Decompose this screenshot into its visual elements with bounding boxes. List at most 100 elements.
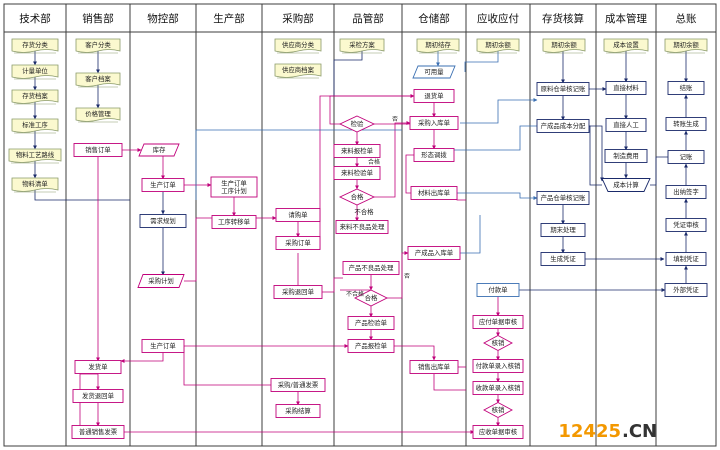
flow-node-n70: 出纳签字 bbox=[665, 185, 707, 199]
process-box bbox=[73, 143, 123, 157]
document-shape bbox=[339, 38, 385, 53]
node-label: 生产订单工序计划 bbox=[221, 179, 247, 195]
flow-connector bbox=[460, 215, 481, 254]
node-label: 价格管理 bbox=[85, 109, 111, 118]
flow-node-n42: 采购入库单 bbox=[409, 116, 459, 130]
lane-title: 品管部 bbox=[352, 12, 384, 25]
node-label: 合格 bbox=[351, 192, 364, 201]
node-label: 产品仓单核记账 bbox=[541, 193, 586, 202]
flow-node-n61: 成本设置 bbox=[603, 38, 649, 54]
node-label: 来料不良品处理 bbox=[340, 222, 385, 231]
decision-diamond bbox=[338, 115, 376, 133]
flow-node-n49: 付款单 bbox=[476, 283, 520, 297]
process-box bbox=[270, 378, 326, 392]
document-shape bbox=[11, 118, 59, 133]
data-parallelogram bbox=[412, 65, 456, 79]
node-label: 期初结存 bbox=[425, 40, 451, 49]
flow-node-n41: 退货单 bbox=[413, 89, 455, 103]
flow-connector bbox=[183, 346, 271, 386]
document-shape bbox=[274, 38, 322, 53]
flow-node-n67: 结账 bbox=[667, 81, 705, 95]
process-box bbox=[604, 149, 648, 163]
process-box bbox=[536, 119, 590, 133]
flow-node-n64: 制造费用 bbox=[604, 149, 648, 163]
flow-node-n35: 产品不良品处理 bbox=[342, 261, 400, 275]
flow-node-n56: 原料仓单核记账 bbox=[536, 82, 590, 96]
node-label: 生产订单 bbox=[150, 341, 176, 350]
document-shape bbox=[603, 38, 649, 53]
lane-title: 采购部 bbox=[282, 12, 314, 25]
flow-connector bbox=[589, 125, 604, 182]
process-box bbox=[605, 81, 647, 95]
edge-label: 合格 bbox=[368, 158, 380, 166]
process-box bbox=[342, 261, 400, 275]
node-label: 核销 bbox=[492, 405, 505, 414]
flow-connector bbox=[433, 374, 466, 391]
flow-node-n27: 采购结算 bbox=[275, 404, 321, 418]
flow-connector bbox=[195, 129, 402, 200]
flow-node-n43: 形态调拨 bbox=[413, 148, 455, 162]
node-label: 原料仓单核记账 bbox=[541, 84, 586, 93]
node-label: 可用量 bbox=[424, 68, 444, 76]
flow-node-n37: 产品检验单 bbox=[347, 316, 395, 330]
process-box bbox=[333, 144, 381, 158]
document-shape bbox=[664, 38, 708, 53]
process-box bbox=[275, 404, 321, 418]
flow-node-n33: 不合格 bbox=[354, 207, 374, 216]
process-box bbox=[413, 89, 455, 103]
flow-node-n5: 物料工艺路线 bbox=[8, 148, 62, 164]
flow-node-n4: 标准工序 bbox=[11, 118, 59, 134]
node-label: 期初余额 bbox=[551, 40, 577, 49]
flow-node-n23: 请购单 bbox=[275, 208, 321, 222]
flow-node-n63: 直接人工 bbox=[605, 118, 647, 132]
edge-label: 否 bbox=[404, 273, 410, 280]
flow-node-n22: 供应商档案 bbox=[274, 63, 322, 79]
flow-connector bbox=[464, 51, 499, 72]
flow-connector bbox=[405, 154, 414, 194]
node-label: 库存 bbox=[153, 145, 166, 154]
flow-node-n65: 成本计算 bbox=[601, 178, 651, 192]
node-label: 请购单 bbox=[288, 210, 308, 219]
node-label: 采购/普通发票 bbox=[278, 380, 319, 389]
lane-title: 成本管理 bbox=[605, 12, 647, 25]
flow-node-n69: 记账 bbox=[667, 150, 705, 164]
watermark-number: 12425 bbox=[558, 421, 621, 442]
node-label: 产成品入库单 bbox=[415, 248, 454, 257]
flow-node-n47: 期初余额 bbox=[476, 38, 520, 54]
process-box bbox=[72, 389, 124, 403]
node-label: 计量单位 bbox=[22, 66, 48, 75]
flow-node-n28: 采检方案 bbox=[339, 38, 385, 54]
flow-node-n1: 存货分类 bbox=[11, 38, 59, 54]
node-label: 产成品成本分配 bbox=[541, 121, 586, 130]
flow-node-n57: 产成品成本分配 bbox=[536, 119, 590, 133]
process-box bbox=[71, 425, 125, 439]
document-shape bbox=[75, 38, 121, 53]
flow-node-n16: 需求规划 bbox=[139, 214, 187, 228]
flow-connector bbox=[333, 51, 363, 96]
process-box bbox=[413, 148, 455, 162]
node-label: 直接材料 bbox=[613, 83, 639, 92]
flow-node-n21: 供应商分类 bbox=[274, 38, 322, 54]
flow-node-n19: 生产订单工序计划 bbox=[210, 176, 258, 198]
decision-diamond bbox=[353, 289, 389, 307]
flow-node-n71: 凭证审核 bbox=[665, 218, 707, 232]
process-box bbox=[275, 208, 321, 222]
flow-connector bbox=[322, 277, 343, 293]
node-label: 采购退回单 bbox=[282, 287, 315, 296]
flow-connector bbox=[387, 251, 409, 299]
flow-node-n45: 产成品入库单 bbox=[407, 246, 461, 260]
document-shape bbox=[8, 148, 62, 163]
node-label: 产品不良品处理 bbox=[349, 263, 394, 272]
document-shape bbox=[11, 38, 59, 53]
process-box bbox=[347, 316, 395, 330]
flow-node-n58: 产品仓单核记账 bbox=[536, 191, 590, 205]
node-label: 存货分类 bbox=[22, 40, 48, 49]
process-box bbox=[667, 150, 705, 164]
node-label: 收款单录入核销 bbox=[476, 383, 521, 392]
lane-title: 销售部 bbox=[82, 12, 114, 25]
node-label: 采购订单 bbox=[285, 238, 311, 247]
node-label: 应付单据审核 bbox=[479, 317, 518, 326]
flow-connector bbox=[650, 156, 668, 186]
document-shape bbox=[542, 38, 586, 53]
node-label: 物料清单 bbox=[22, 179, 48, 188]
